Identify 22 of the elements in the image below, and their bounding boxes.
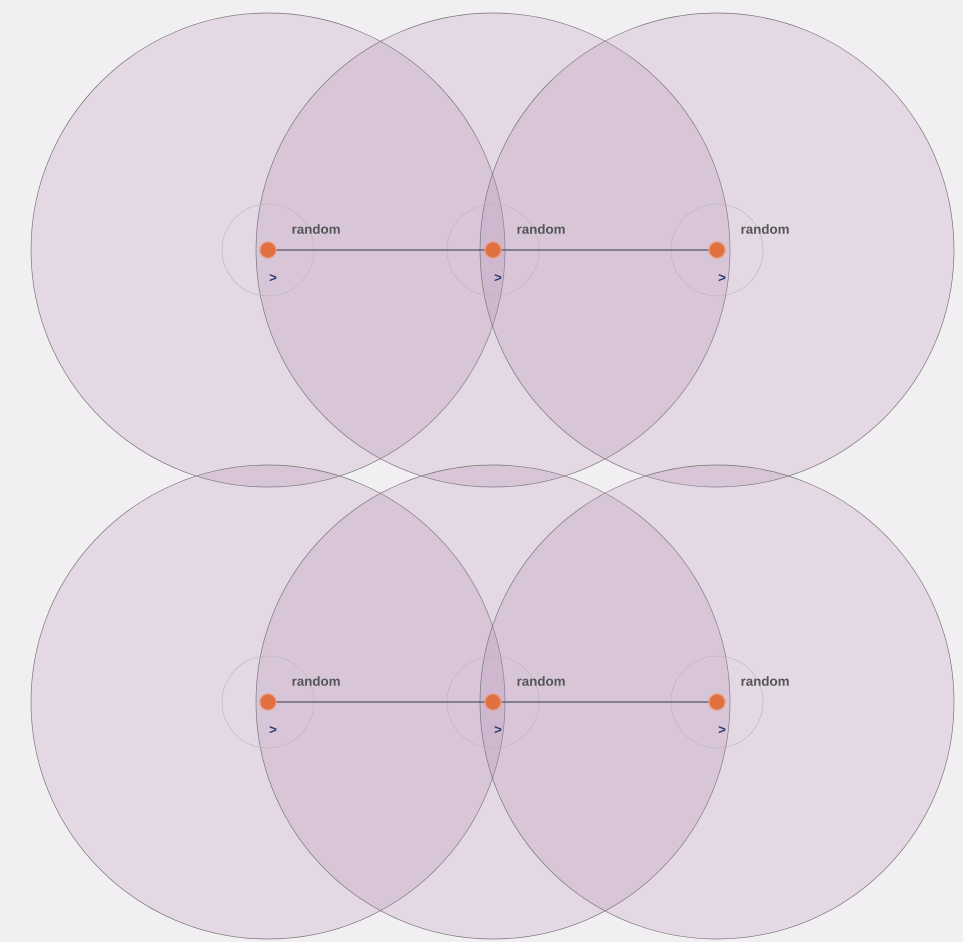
node-dot <box>484 241 502 259</box>
node-label: random <box>292 224 340 234</box>
node-dot <box>259 693 277 711</box>
link-line <box>502 249 708 251</box>
direction-sign: > <box>718 274 726 282</box>
direction-sign: > <box>718 726 726 734</box>
node-dot <box>259 241 277 259</box>
direction-sign: > <box>494 726 502 734</box>
node-dot <box>708 241 726 259</box>
node-label: random <box>292 676 340 686</box>
node-label: random <box>517 676 565 686</box>
direction-sign: > <box>270 274 276 282</box>
node-label: random <box>742 676 789 686</box>
direction-sign: > <box>494 274 502 282</box>
link-line <box>276 701 484 703</box>
link-line <box>276 249 484 251</box>
direction-sign: > <box>270 726 276 734</box>
node-label: random <box>517 224 565 234</box>
link-line <box>502 701 708 703</box>
node-dot <box>708 693 726 711</box>
node-dot <box>484 693 502 711</box>
node-label: random <box>742 224 789 234</box>
